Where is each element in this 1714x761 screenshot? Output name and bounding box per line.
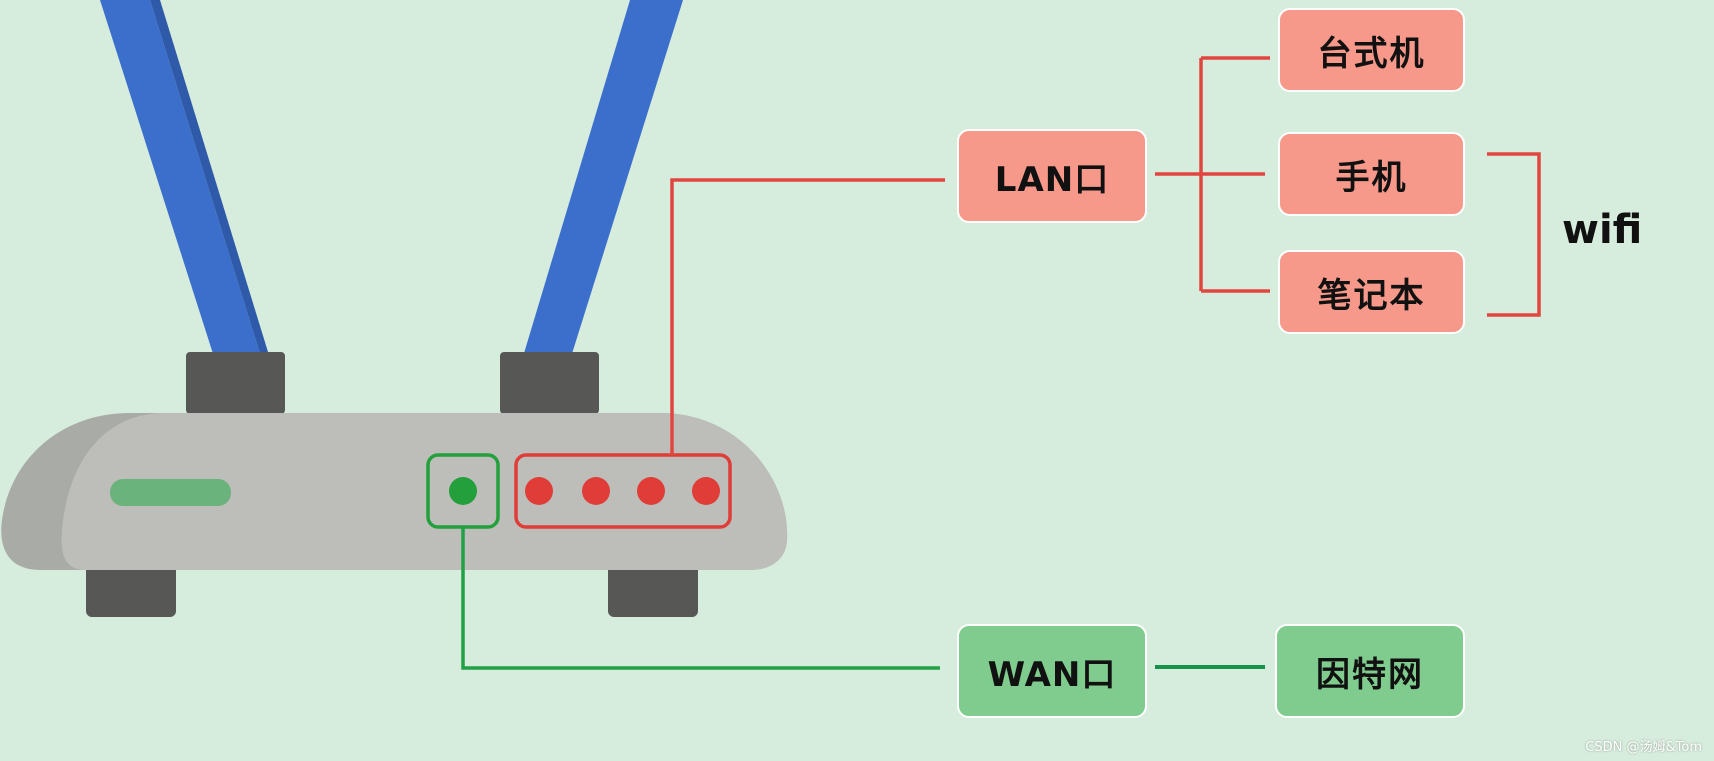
lan-port-3: [637, 477, 665, 505]
wifi-bracket: [1487, 152, 1541, 317]
router-foot-left: [86, 560, 176, 617]
wan-connector-line: [461, 527, 940, 670]
lan-device-tree: [1155, 56, 1270, 293]
antenna-left: [100, 0, 268, 360]
lan-ports-frame: [514, 453, 732, 529]
antenna-base-right: [500, 352, 599, 414]
wifi-label: wifi: [1562, 207, 1643, 253]
router-foot-right: [608, 560, 698, 617]
device-phone: 手机: [1278, 132, 1465, 216]
internet-box: 因特网: [1275, 624, 1465, 718]
antenna-right: [522, 0, 683, 360]
device-laptop: 笔记本: [1278, 250, 1465, 334]
status-led-bar: [110, 479, 231, 506]
wan-port: [449, 477, 477, 505]
watermark: CSDN @汤姆&Tom: [1585, 740, 1702, 755]
antenna-base-left: [186, 352, 285, 414]
lan-port-2: [582, 477, 610, 505]
lan-port-4: [692, 477, 720, 505]
lan-port-box: LAN口: [957, 129, 1147, 223]
device-desktop: 台式机: [1278, 8, 1465, 92]
wan-port-box: WAN口: [957, 624, 1147, 718]
lan-port-1: [525, 477, 553, 505]
lan-connector-line: [670, 178, 945, 455]
router-body: [1, 413, 788, 570]
